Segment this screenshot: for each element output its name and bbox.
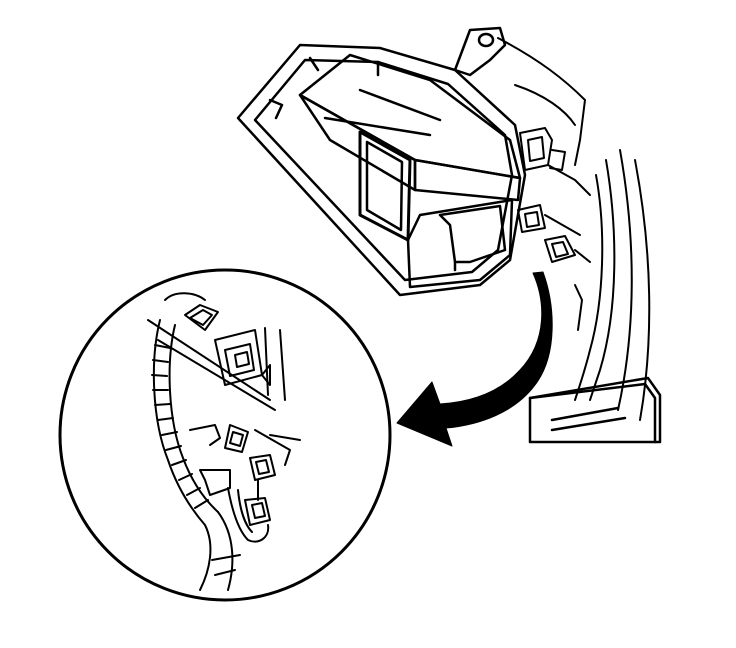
detail-connector-lower	[227, 454, 276, 543]
mounting-bracket	[453, 26, 507, 77]
detail-view-circle	[58, 268, 392, 602]
detail-connector-middle	[189, 424, 301, 496]
connector-lower	[544, 235, 591, 263]
connector-upper	[519, 127, 591, 196]
lower-cover	[528, 376, 662, 444]
connector-middle	[517, 204, 581, 236]
side-trim-panel	[497, 37, 651, 421]
module-housing	[236, 43, 527, 297]
pointer-arrow[interactable]	[396, 271, 553, 447]
electrical-connectors	[517, 127, 591, 263]
detail-module-panel	[147, 319, 286, 411]
detail-connector-top	[164, 292, 219, 331]
wiring-harness	[151, 319, 241, 591]
